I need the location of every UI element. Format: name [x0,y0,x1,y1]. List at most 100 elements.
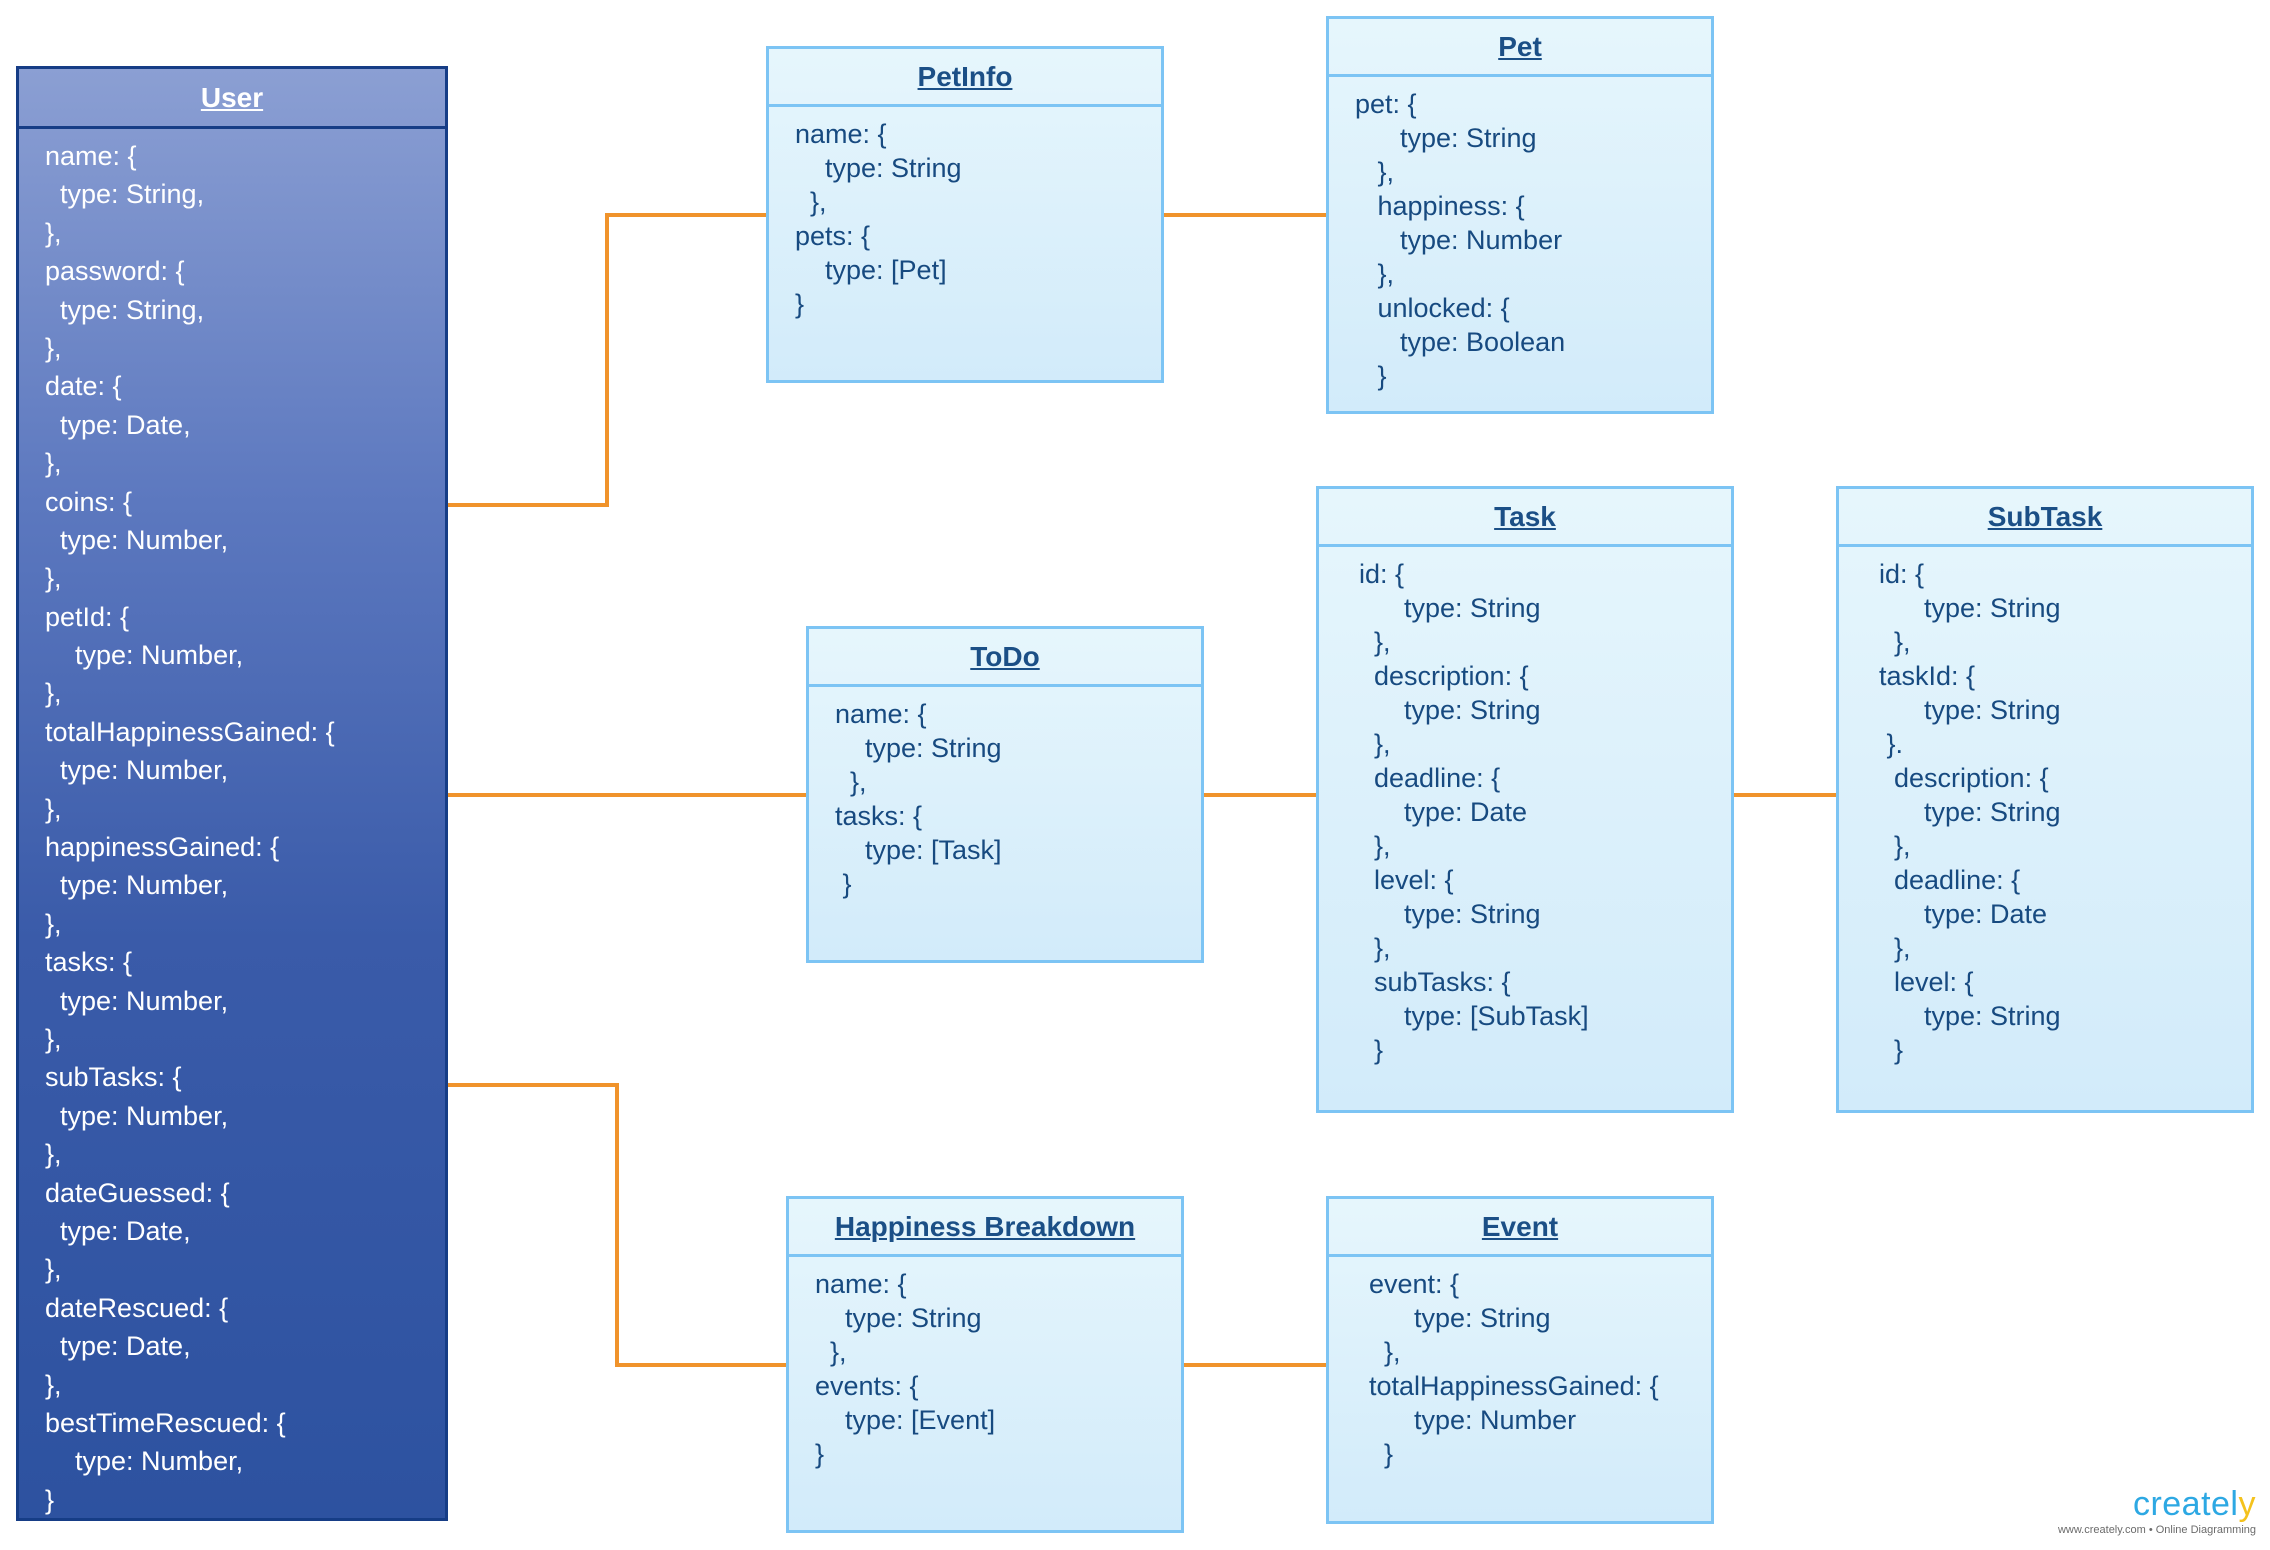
field-line: }, [1359,729,1391,759]
field-line: type: String, [45,179,205,210]
logo-wordmark: creately [2058,1485,2256,1524]
connector-user-happiness [447,1083,787,1367]
field-line: }, [45,1139,62,1170]
field-line: coins: { [45,486,133,517]
field-line: } [815,1439,825,1469]
field-line: name: { [815,1269,907,1299]
entity-user[interactable]: User name: { type: String,},password: { … [16,66,448,1521]
logo-brand-main: createl [2132,1485,2239,1523]
entity-fields: name: { type: String,}, password: { type:… [19,129,445,1519]
field-line: password: { [45,256,185,287]
field-line: }, [1359,627,1391,657]
field-line: }, [45,448,62,479]
field-line: date: { [45,371,122,402]
field-line: event: { [1369,1269,1460,1299]
field-line: type: String [1879,1001,2061,1031]
field-line: description: { [1359,661,1529,691]
field-line: }, [45,793,62,824]
field-line: name: { [45,141,137,171]
field-line: type: String [1359,593,1541,623]
field-line: type: String [795,153,962,183]
field-line: pets: { [795,221,871,251]
entity-title: ToDo [809,629,1201,687]
field-line: }, [45,563,62,594]
field-line: happinessGained: { [45,832,280,863]
entity-fields: event: { type: String }, totalHappinessGa… [1329,1257,1711,1471]
field-line: type: Date, [45,1215,191,1246]
field-line: }, [45,1254,62,1285]
field-line: }, [1369,1337,1401,1367]
field-line: type: Number, [45,524,229,555]
field-line: description: { [1879,763,2049,793]
field-line: totalHappinessGained: { [1369,1371,1659,1401]
field-line: level: { [1879,967,1974,997]
field-line: }, [1359,933,1391,963]
entity-pet[interactable]: Pet pet: { type: String }, happiness: { … [1326,16,1714,414]
field-line: }, [45,1369,62,1400]
entity-title: PetInfo [769,49,1161,107]
field-line: }, [45,217,62,248]
entity-event[interactable]: Event event: { type: String },totalHappi… [1326,1196,1714,1524]
field-line: }, [45,1023,62,1054]
field-line: type: Number, [45,640,244,671]
field-line: events: { [815,1371,919,1401]
field-line: id: { [1879,559,1925,589]
field-line: type: [SubTask] [1359,1001,1589,1031]
field-line: type: Number [1369,1405,1577,1435]
field-line: name: { [835,699,927,729]
field-line: type: String [1359,695,1541,725]
field-line: }, [45,332,62,363]
field-line: type: Number, [45,870,229,901]
field-line: type: Number, [45,1446,244,1477]
field-line: }, [1355,157,1395,187]
field-line: bestTimeRescued: { [45,1407,286,1438]
field-line: happiness: { [1355,191,1525,221]
field-line: totalHappinessGained: { [45,716,335,747]
entity-fields: name: { type: String }, pets: { type: [Pe… [769,107,1161,321]
field-line: unlocked: { [1355,293,1510,323]
entity-petinfo[interactable]: PetInfo name: { type: String }, pets: { t… [766,46,1164,383]
field-line: petId: { [45,601,130,632]
field-line: type: Date [1879,899,2048,929]
field-line: type: Number, [45,755,229,786]
field-line: taskId: { [1879,661,1976,691]
field-line: tasks: { [835,801,923,831]
field-line: }, [795,187,827,217]
field-line: }, [835,767,867,797]
entity-subtask[interactable]: SubTask id: { type: String },taskId: { t… [1836,486,2254,1113]
field-line: subTasks: { [45,1062,182,1093]
field-line: }, [1879,627,1911,657]
entity-fields: pet: { type: String }, happiness: { type… [1329,77,1711,393]
field-line: }, [1359,831,1391,861]
field-line: type: Number, [45,1100,229,1131]
field-line: type: Date, [45,409,191,440]
field-line: } [1879,1035,1904,1065]
creately-logo: creately www.creately.com • Online Diagr… [2058,1485,2256,1536]
field-line: deadline: { [1879,865,2021,895]
field-line: } [45,1484,55,1515]
field-line: pet: { [1355,89,1417,119]
logo-brand-accent: y [2238,1485,2256,1523]
entity-title: Pet [1329,19,1711,77]
field-line: }, [45,908,62,939]
field-line: type: String [835,733,1002,763]
field-line: name: { [795,119,887,149]
field-line: type: String [815,1303,982,1333]
field-line: }, [1879,933,1911,963]
field-line: }. [1879,729,1904,759]
field-line: type: [Pet] [795,255,947,285]
entity-fields: id: { type: String }, description: { typ… [1319,547,1731,1067]
field-line: type: Date [1359,797,1528,827]
field-line: }, [1355,259,1395,289]
entity-title: Task [1319,489,1731,547]
field-line: type: String [1879,593,2061,623]
field-line: type: String, [45,294,205,325]
field-line: type: String [1369,1303,1551,1333]
entity-fields: name: { type: String },events: { type: [… [789,1257,1181,1471]
field-line: dateGuessed: { [45,1177,230,1208]
entity-todo[interactable]: ToDo name: { type: String },tasks: { typ… [806,626,1204,963]
field-line: deadline: { [1359,763,1501,793]
entity-task[interactable]: Task id: { type: String }, description: … [1316,486,1734,1113]
entity-happiness-breakdown[interactable]: Happiness Breakdown name: { type: String… [786,1196,1184,1533]
